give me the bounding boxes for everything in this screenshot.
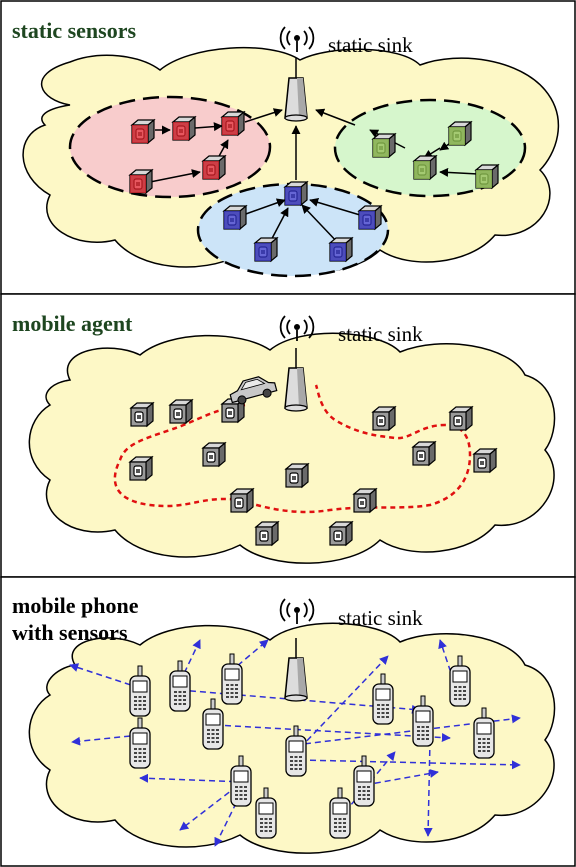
car-icon: [229, 376, 278, 405]
sensor-nodes-blue: [223, 181, 382, 262]
panel-static-sensors: static sensors static sink: [0, 0, 576, 295]
panel-mobile-agent: mobile agent static sink: [0, 293, 576, 578]
agent-path: [113, 384, 472, 514]
sensor-nodes-red: [129, 111, 245, 194]
panel-mobile-phone: mobile phone with sensors static sink: [0, 576, 576, 867]
panel-title-3-line-1: mobile phone: [12, 593, 139, 618]
sink-label-1: static sink: [328, 33, 413, 57]
panel-title-1: static sensors: [12, 18, 136, 43]
panel-title-2: mobile agent: [12, 311, 133, 336]
sensor-nodes-green: [372, 121, 499, 189]
sink-label-2: static sink: [338, 322, 423, 346]
sink-label-3: static sink: [338, 606, 423, 630]
panel-title-3-line-2: with sensors: [12, 620, 128, 645]
